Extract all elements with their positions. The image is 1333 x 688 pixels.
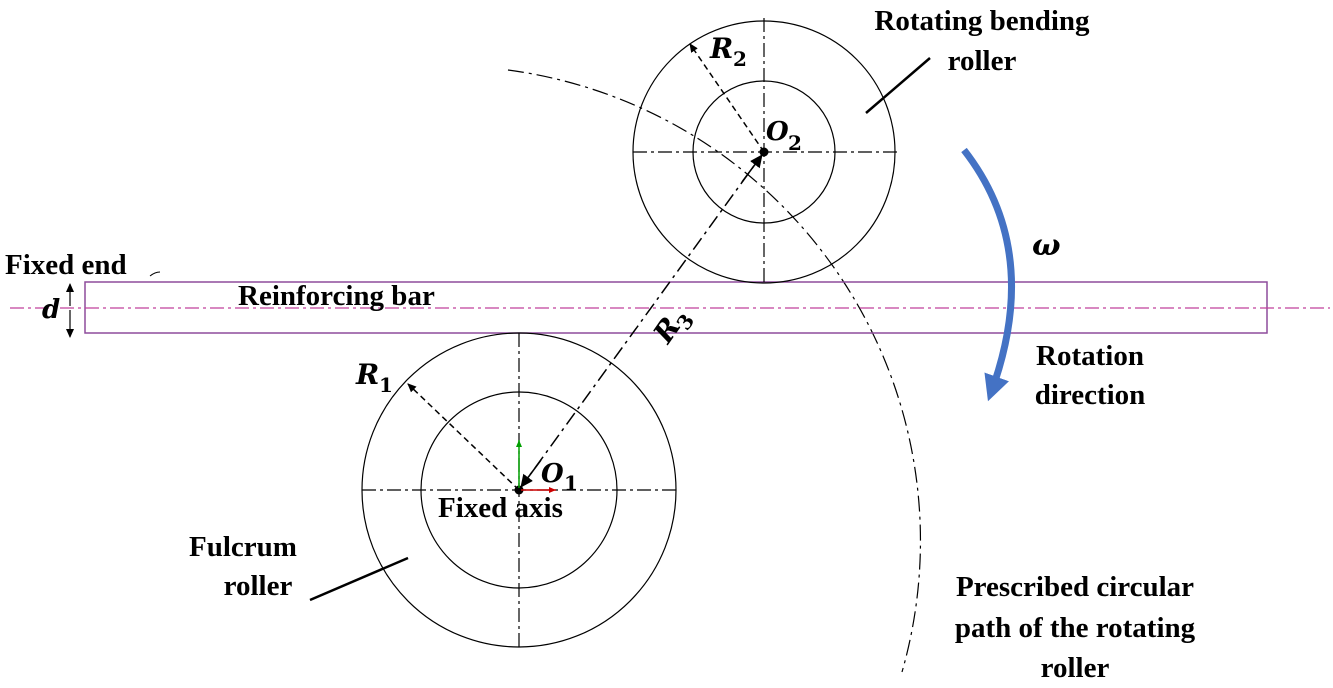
r3-line xyxy=(518,151,765,491)
omega-symbol: ω xyxy=(1032,228,1061,263)
fixed-end-leader xyxy=(149,271,161,277)
rotating-roller-leader xyxy=(865,57,931,114)
svg-text:1: 1 xyxy=(379,373,393,397)
rotating-bending-roller xyxy=(632,18,897,286)
o1-symbol: O 1 xyxy=(541,459,578,495)
fixed-axis-label: Fixed axis xyxy=(438,492,563,524)
prescribed-circular-path xyxy=(507,69,922,673)
rotating-roller-label-2: roller xyxy=(948,45,1017,77)
r3-arrow-to-o1 xyxy=(520,459,542,488)
r1-radius-arrow xyxy=(407,383,520,491)
reinforcing-bar-label: Reinforcing bar xyxy=(238,280,435,312)
svg-text:O: O xyxy=(541,459,564,489)
svg-text:O: O xyxy=(766,117,789,147)
o2-symbol: O 2 xyxy=(766,117,802,155)
rotating-roller-label: Rotating bending xyxy=(874,5,1090,37)
rotation-direction-label-2: direction xyxy=(1035,379,1146,411)
fulcrum-roller-label: Fulcrum xyxy=(189,531,297,563)
r1-symbol: R 1 xyxy=(355,358,393,397)
svg-text:R: R xyxy=(355,358,379,391)
path-label-2: path of the rotating xyxy=(955,612,1196,644)
svg-text:2: 2 xyxy=(733,47,747,71)
fixed-end-label: Fixed end xyxy=(5,249,127,281)
rotation-direction-arrow xyxy=(961,147,1015,402)
fulcrum-roller-label-2: roller xyxy=(224,570,293,602)
fulcrum-roller xyxy=(361,332,680,650)
d-symbol: d xyxy=(42,295,60,325)
r3-arrow-to-o2 xyxy=(741,154,763,183)
rotation-direction-label: Rotation xyxy=(1036,340,1144,372)
r2-symbol: R 2 xyxy=(709,32,747,71)
r2-radius-arrow xyxy=(689,43,765,153)
svg-text:R: R xyxy=(709,32,733,65)
svg-text:2: 2 xyxy=(788,131,802,155)
path-label: Prescribed circular xyxy=(956,571,1194,603)
svg-text:1: 1 xyxy=(564,471,578,495)
fulcrum-roller-leader xyxy=(309,556,409,602)
path-label-3: roller xyxy=(1041,652,1110,684)
